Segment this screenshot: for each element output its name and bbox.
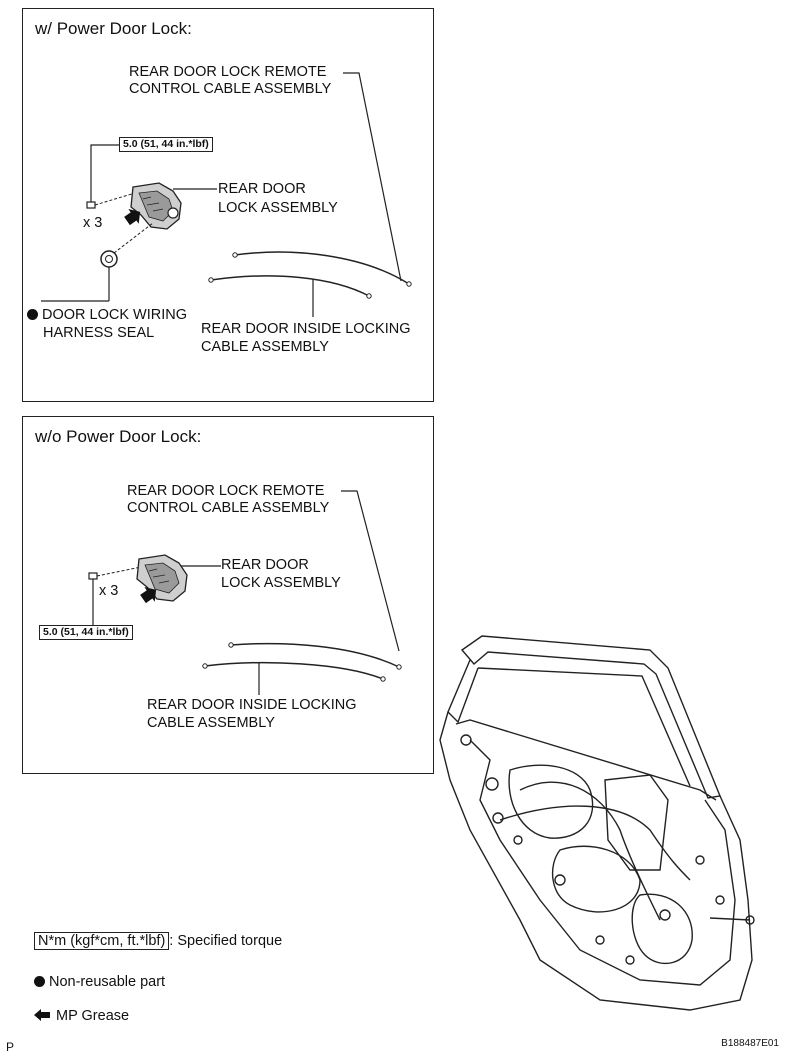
remote-cable-label-line2: CONTROL CABLE ASSEMBLY xyxy=(129,81,332,97)
quantity-label: x 3 xyxy=(83,215,103,231)
lock-assembly-icon xyxy=(130,182,182,230)
torque-leader xyxy=(90,144,119,205)
lock-assembly-label-line2: LOCK ASSEMBLY xyxy=(218,200,338,216)
non-reusable-dot-icon xyxy=(34,976,45,987)
lock-assembly-label-line2: LOCK ASSEMBLY xyxy=(221,575,341,591)
remote-cable-leader xyxy=(341,490,400,652)
quantity-label: x 3 xyxy=(99,583,119,599)
legend-torque: N*m (kgf*cm, ft.*lbf): Specified torque xyxy=(34,932,283,950)
inside-cable-label-line1: REAR DOOR INSIDE LOCKING xyxy=(147,697,357,713)
remote-cable-icon xyxy=(228,642,402,670)
bolt-icon xyxy=(88,572,98,580)
inside-cable-label-line2: CABLE ASSEMBLY xyxy=(147,715,275,731)
inside-cable-icon xyxy=(208,275,372,299)
remote-cable-icon xyxy=(232,251,412,287)
panel-without-power-door-lock: w/o Power Door Lock: REAR DOOR LOCK REMO… xyxy=(22,416,434,774)
torque-spec-box: 5.0 (51, 44 in.*lbf) xyxy=(119,137,213,152)
inside-cable-label-line1: REAR DOOR INSIDE LOCKING xyxy=(201,321,411,337)
seal-label-line2: HARNESS SEAL xyxy=(43,325,155,341)
remote-cable-label-line2: CONTROL CABLE ASSEMBLY xyxy=(127,500,330,516)
bolt-icon xyxy=(86,201,96,209)
harness-seal-icon xyxy=(100,250,118,268)
seal-label-line1: DOOR LOCK WIRING xyxy=(27,307,187,324)
panel-title: w/ Power Door Lock: xyxy=(35,19,192,38)
remote-cable-label-line1: REAR DOOR LOCK REMOTE xyxy=(127,483,325,499)
legend-grease: MP Grease xyxy=(34,1008,129,1024)
remote-cable-leader xyxy=(343,72,402,282)
legend-nonreusable-text: Non-reusable part xyxy=(49,974,166,990)
legend-grease-text: MP Grease xyxy=(56,1008,130,1024)
legend-torque-box: N*m (kgf*cm, ft.*lbf) xyxy=(34,932,170,950)
grease-arrow-icon xyxy=(124,209,141,226)
inside-cable-label-line2: CABLE ASSEMBLY xyxy=(201,339,329,355)
remote-cable-label-line1: REAR DOOR LOCK REMOTE xyxy=(129,64,327,80)
footer-left: P xyxy=(6,1040,15,1054)
figure-code: B188487E01 xyxy=(721,1038,779,1049)
panel2-drawing xyxy=(88,490,402,695)
non-reusable-dot-icon xyxy=(27,309,38,320)
panel1-drawing xyxy=(41,72,412,317)
inside-cable-icon xyxy=(202,661,386,682)
grease-arrow-icon xyxy=(140,587,157,604)
legend-nonreusable: Non-reusable part xyxy=(34,974,165,990)
seal-label-text: DOOR LOCK WIRING xyxy=(42,307,188,323)
lock-assembly-label-line1: REAR DOOR xyxy=(221,557,309,573)
grease-arrow-icon xyxy=(34,1009,50,1021)
lock-assembly-label-line1: REAR DOOR xyxy=(218,181,306,197)
panel-title: w/o Power Door Lock: xyxy=(35,427,202,446)
legend-torque-text: : Specified torque xyxy=(169,933,283,949)
torque-spec-box: 5.0 (51, 44 in.*lbf) xyxy=(39,625,133,640)
panel-with-power-door-lock: w/ Power Door Lock: REAR DOOR LOCK REMOT… xyxy=(22,8,434,402)
